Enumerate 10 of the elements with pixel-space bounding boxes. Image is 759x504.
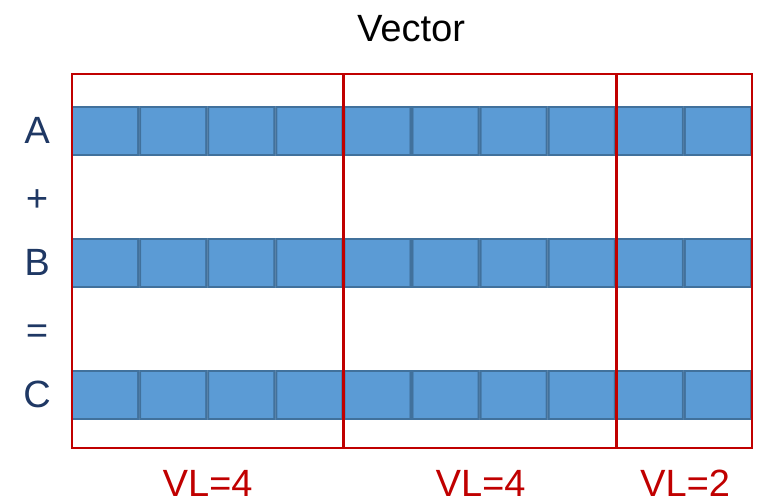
operator-label: + bbox=[26, 180, 48, 218]
vector-length-label: VL=4 bbox=[436, 465, 526, 503]
operator-label: = bbox=[26, 312, 48, 350]
diagram-title: Vector bbox=[357, 10, 465, 48]
operand-label: A bbox=[24, 112, 50, 150]
vector-length-label: VL=2 bbox=[640, 465, 730, 503]
operand-label: C bbox=[23, 376, 51, 414]
vector-length-frame bbox=[616, 73, 753, 449]
vector-length-label: VL=4 bbox=[162, 465, 252, 503]
operand-label: B bbox=[24, 244, 50, 282]
